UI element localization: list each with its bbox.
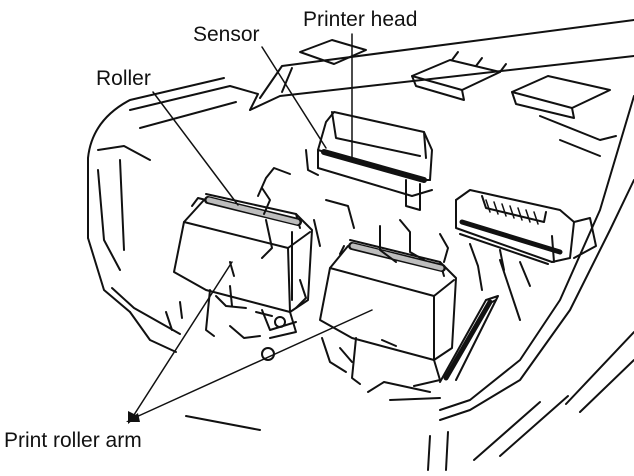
right-head-block [455, 189, 597, 265]
left-roller-band-fill [206, 197, 300, 225]
print-roller-arm-label: Print roller arm [4, 429, 142, 452]
bottom-lines [185, 331, 634, 471]
printer-head-bar [321, 149, 427, 183]
far-right-arm-bar [443, 299, 493, 381]
left-print-roller-arm [173, 193, 313, 339]
interior-mechanism [165, 167, 531, 401]
top-panel-keys [299, 39, 617, 157]
right-head-connector [485, 199, 539, 225]
right-print-roller-arm [319, 239, 457, 387]
sensor-label: Sensor [193, 23, 260, 46]
print-roller-arm-leader-left [131, 261, 233, 419]
center-post [274, 316, 286, 328]
right-head-bar [459, 219, 563, 255]
left-arm-hinge [261, 347, 275, 361]
roller-label: Roller [96, 67, 151, 90]
printer-head-assembly [305, 111, 433, 211]
print-roller-arm-leader-right [133, 309, 373, 419]
roller-leader [152, 91, 239, 206]
right-roller-band-fill [350, 243, 444, 271]
print-roller-arm-arrowhead-right [126, 413, 140, 422]
housing [87, 19, 634, 421]
printer-head-label: Printer head [303, 8, 418, 31]
sensor-leader [261, 46, 327, 149]
